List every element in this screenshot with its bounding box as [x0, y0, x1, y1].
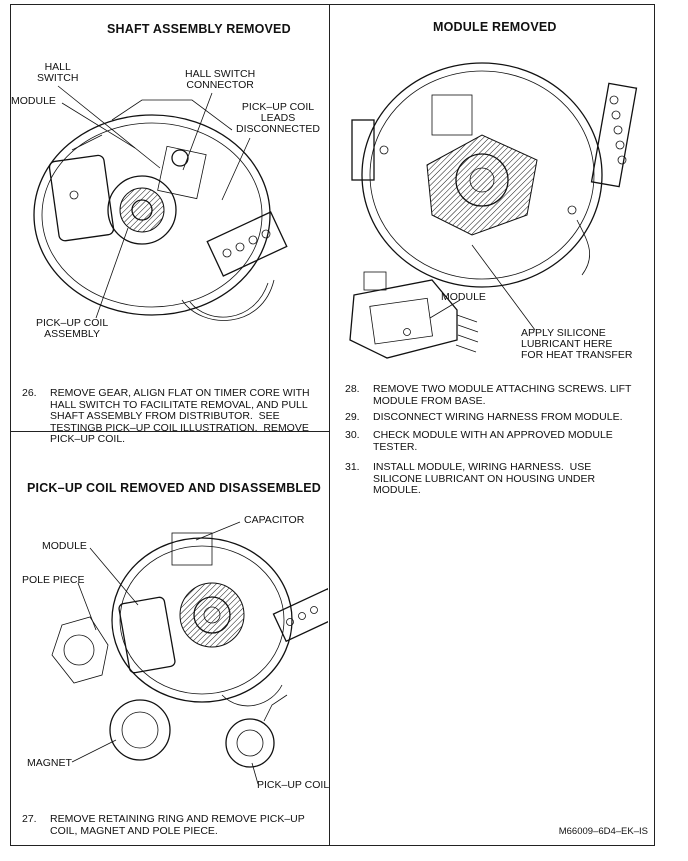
step-28-number: 28.: [345, 383, 360, 395]
step-27-number: 27.: [22, 813, 37, 825]
pickup-panel-title: PICK–UP COIL REMOVED AND DISASSEMBLED: [27, 481, 322, 495]
horizontal-divider: [10, 431, 330, 432]
step-30-number: 30.: [345, 429, 360, 441]
shaft-leader-lines: [57, 85, 251, 319]
hall-switch-connector-label: HALL SWITCH CONNECTOR: [185, 68, 256, 91]
step-31: 31. INSTALL MODULE, WIRING HARNESS. USE …: [345, 461, 645, 504]
step-30: 30. CHECK MODULE WITH AN APPROVED MODULE…: [345, 429, 645, 460]
vertical-divider: [329, 4, 330, 846]
figure-frame: [10, 4, 655, 846]
pickup-module-label: MODULE: [42, 540, 87, 552]
module-leader-lines: [429, 244, 536, 331]
step-31-text: INSTALL MODULE, WIRING HARNESS. USE SILI…: [373, 461, 596, 496]
step-27-text: REMOVE RETAINING RING AND REMOVE PICK–UP…: [50, 813, 305, 837]
step-31-number: 31.: [345, 461, 360, 473]
module-label: MODULE: [11, 95, 56, 107]
step-29: 29. DISCONNECT WIRING HARNESS FROM MODUL…: [345, 411, 645, 428]
step-29-text: DISCONNECT WIRING HARNESS FROM MODULE.: [373, 411, 623, 423]
shaft-assembly-illustration: [33, 99, 288, 321]
pole-piece-label: POLE PIECE: [22, 574, 85, 586]
magnet-label: MAGNET: [27, 757, 72, 769]
pickup-leader-lines: [71, 521, 259, 785]
pickup-coil-label: PICK–UP COIL: [257, 779, 330, 791]
pickup-coil-illustration: [51, 532, 328, 768]
step-29-number: 29.: [345, 411, 360, 423]
step-30-text: CHECK MODULE WITH AN APPROVED MODULE TES…: [373, 429, 613, 453]
module-panel-title: MODULE REMOVED: [433, 20, 557, 34]
module-removed-illustration: [349, 62, 638, 359]
step-26-number: 26.: [22, 387, 37, 399]
hall-switch-label: HALL SWITCH: [37, 61, 79, 84]
step-28-text: REMOVE TWO MODULE ATTACHING SCREWS. LIFT…: [373, 383, 632, 407]
step-28: 28. REMOVE TWO MODULE ATTACHING SCREWS. …: [345, 383, 645, 414]
shaft-panel-title: SHAFT ASSEMBLY REMOVED: [107, 22, 291, 36]
apply-silicone-label: APPLY SILICONE LUBRICANT HERE FOR HEAT T…: [521, 327, 633, 361]
pickup-coil-assembly-label: PICK–UP COIL ASSEMBLY: [36, 317, 109, 340]
figure-reference-code: M66009–6D4–EK–IS: [558, 826, 648, 837]
module-removed-module-label: MODULE: [441, 291, 486, 303]
step-26-text: REMOVE GEAR, ALIGN FLAT ON TIMER CORE WI…: [50, 387, 310, 445]
capacitor-label: CAPACITOR: [244, 514, 305, 526]
pickup-coil-leads-label: PICK–UP COIL LEADS DISCONNECTED: [236, 101, 321, 135]
